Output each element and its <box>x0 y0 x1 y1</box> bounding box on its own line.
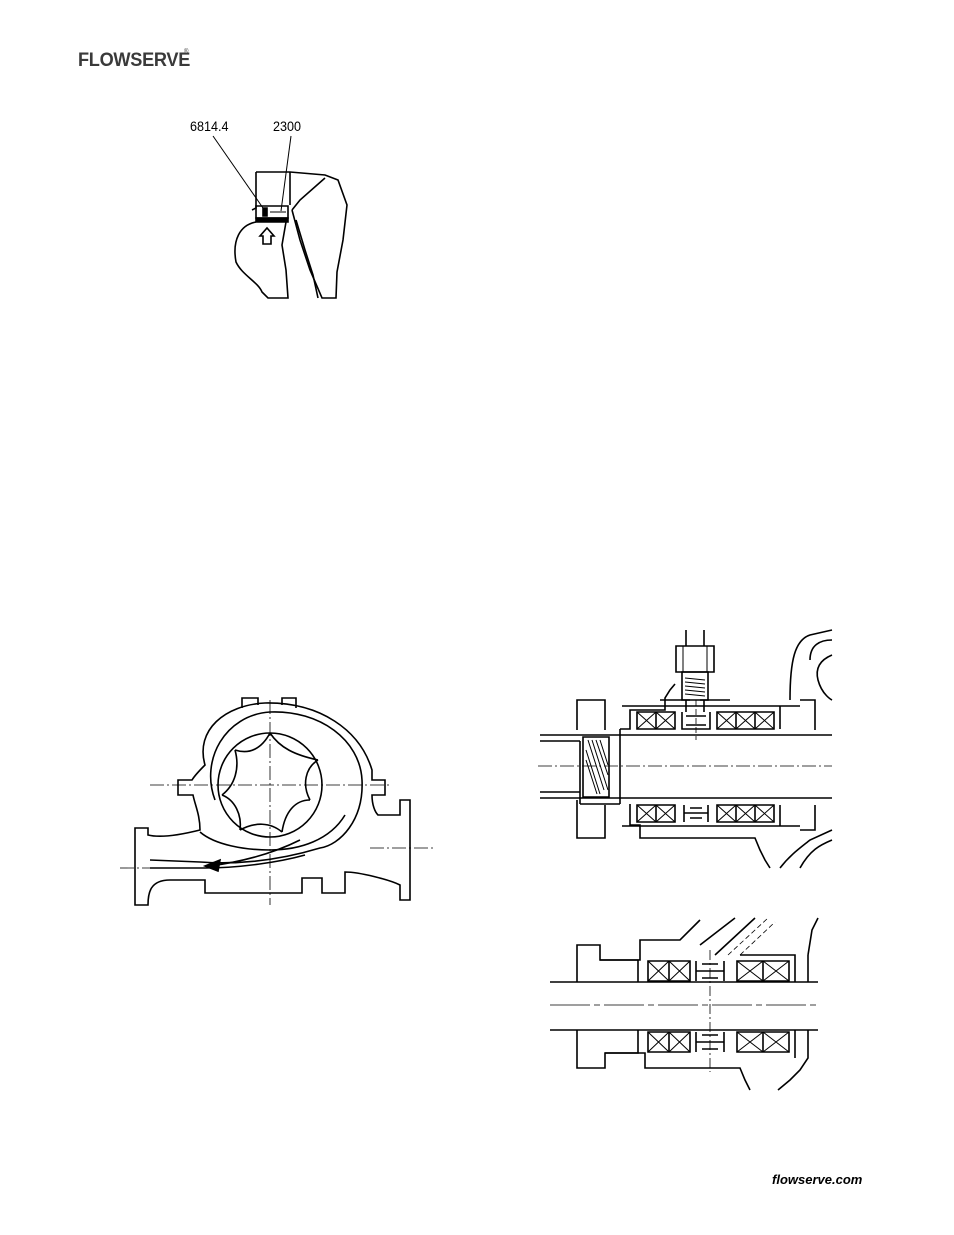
footer-website[interactable]: flowserve.com <box>772 1172 862 1187</box>
